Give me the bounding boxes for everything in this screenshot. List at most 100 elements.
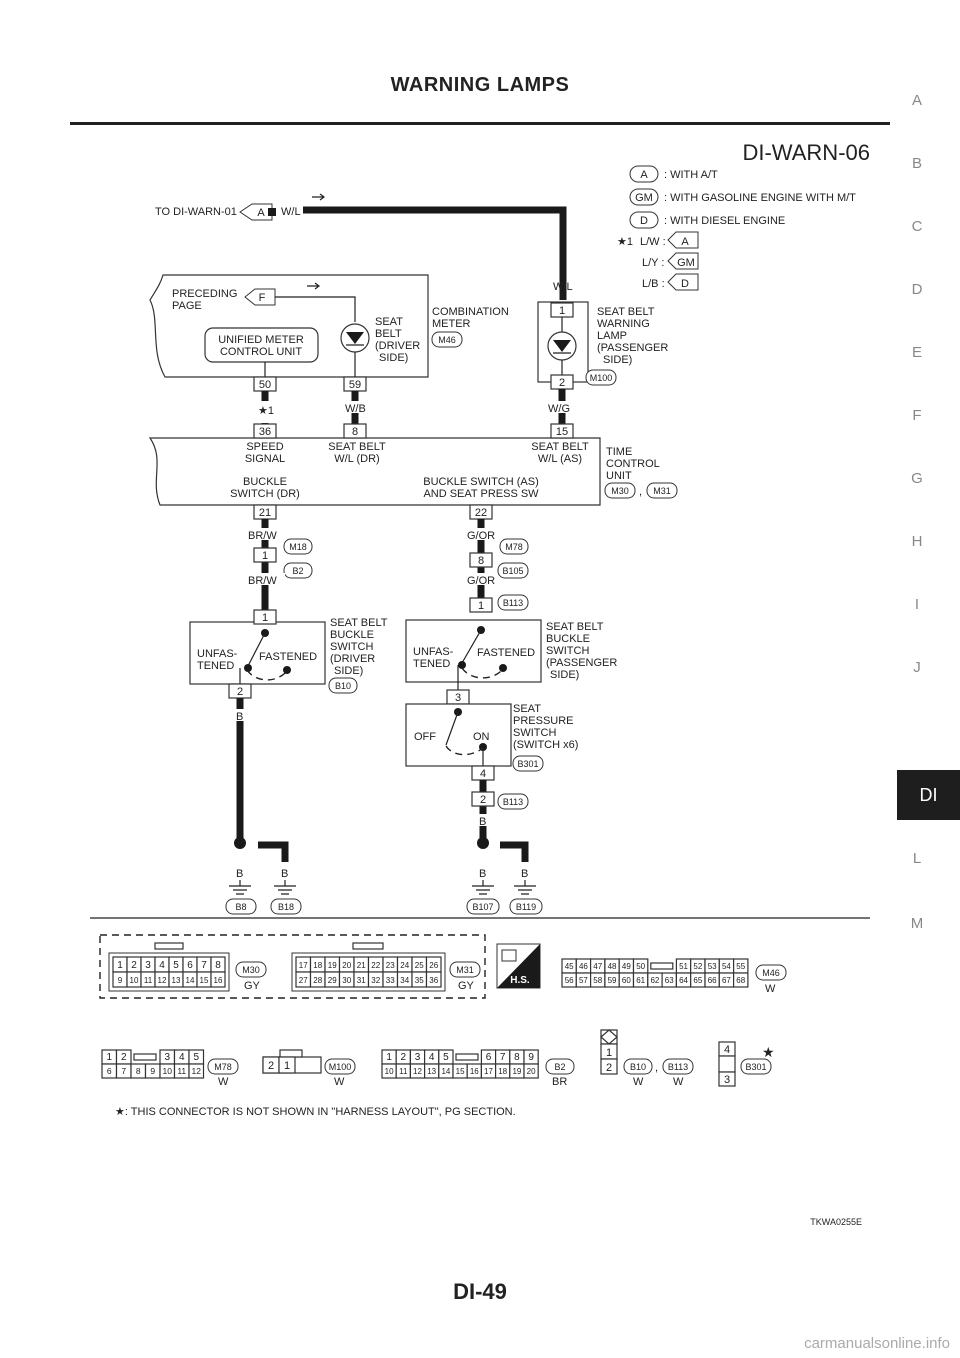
legend-tag-a — [629, 165, 659, 183]
connector-pin-label: 60 — [622, 976, 631, 985]
index-letter-e[interactable]: E — [911, 344, 922, 361]
index-letter-i[interactable]: I — [914, 596, 920, 613]
connector-pin-label: 8 — [136, 1066, 141, 1076]
index-letter-j[interactable]: J — [913, 659, 921, 676]
svg-text:BUCKLE: BUCKLE — [243, 476, 287, 488]
svg-text:B: B — [479, 868, 486, 880]
svg-text:4: 4 — [724, 1044, 730, 1056]
svg-text:B10: B10 — [630, 1062, 646, 1072]
svg-text:A: A — [640, 169, 648, 181]
connector-pin — [188, 1063, 205, 1079]
connector-pin — [210, 971, 226, 988]
svg-text:B113: B113 — [668, 1062, 688, 1072]
svg-text:B105: B105 — [502, 566, 523, 576]
svg-text:G/OR: G/OR — [467, 575, 495, 587]
svg-text:M78: M78 — [505, 542, 523, 552]
connector-pin-label: 56 — [565, 976, 574, 985]
combination-meter: PRECEDING PAGE F UNIFIED METER CONTROL U… — [149, 274, 509, 392]
connector-pin-label: 3 — [415, 1052, 421, 1063]
svg-text:GY: GY — [458, 980, 475, 992]
connector-pin-label: 25 — [415, 961, 424, 970]
svg-text:SIDE): SIDE) — [334, 665, 363, 677]
connector-pin-label: 19 — [512, 1067, 521, 1076]
index-letter-h[interactable]: H — [911, 533, 923, 550]
svg-text:W/G: W/G — [548, 403, 570, 415]
connector-pin-label: 11 — [144, 976, 153, 985]
svg-text:B2: B2 — [292, 566, 303, 576]
index-tab-di-active[interactable]: DI — [897, 770, 960, 820]
svg-text:36: 36 — [259, 426, 271, 438]
connector-pin-label: 14 — [186, 976, 195, 985]
svg-text:★1: ★1 — [258, 405, 274, 417]
index-letter-b[interactable]: B — [911, 155, 922, 172]
connector-pin-label: 12 — [413, 1067, 422, 1076]
svg-text:CONTROL UNIT: CONTROL UNIT — [220, 346, 302, 358]
connector-pin-label: 16 — [470, 1067, 479, 1076]
svg-text:1: 1 — [559, 305, 565, 317]
svg-text:TENED: TENED — [413, 658, 450, 670]
connector-pin-label: 27 — [299, 976, 308, 985]
connector-pin-label: 18 — [498, 1067, 507, 1076]
index-letter-c[interactable]: C — [911, 218, 923, 235]
connector-pin-label: 4 — [159, 960, 165, 971]
connector-pin-label: 62 — [650, 976, 659, 985]
svg-text:OFF: OFF — [414, 731, 436, 743]
svg-text:B18: B18 — [278, 902, 294, 912]
hs-icon: H.S. — [496, 943, 541, 989]
connector-pin-label: 1 — [386, 1052, 392, 1063]
svg-text:A: A — [681, 236, 689, 248]
connector-pin-label: 10 — [385, 1067, 394, 1076]
svg-text:SEAT BELT: SEAT BELT — [328, 441, 386, 453]
watermark: carmanualsonline.info — [804, 1335, 950, 1352]
connector-pin-label: 9 — [528, 1052, 534, 1063]
connector-pin-label: 8 — [514, 1052, 520, 1063]
svg-text:W/B: W/B — [345, 403, 366, 415]
index-letter-l[interactable]: L — [912, 850, 922, 867]
connector-pin-label: 17 — [299, 961, 308, 970]
index-letter-m[interactable]: M — [910, 915, 924, 932]
diagram-code: DI-WARN-06 — [742, 140, 870, 165]
connector-pin-label: 64 — [679, 976, 688, 985]
connector-pin-label: 1 — [106, 1052, 112, 1063]
index-letter-g[interactable]: G — [911, 470, 923, 487]
connector-pin-label: 11 — [399, 1067, 408, 1076]
svg-text:SEAT BELT: SEAT BELT — [597, 306, 655, 318]
index-letter-a[interactable]: A — [911, 92, 922, 109]
connector-pin-label: 47 — [593, 962, 602, 971]
connector-housing — [291, 952, 446, 992]
connector-pin-label: 29 — [328, 976, 337, 985]
connector-b10: 1 2 — [600, 1029, 618, 1075]
svg-text:BUCKLE: BUCKLE — [546, 633, 590, 645]
svg-text:W/L: W/L — [281, 206, 301, 218]
svg-text:COMBINATION: COMBINATION — [432, 306, 509, 318]
connector-pin-label: 15 — [456, 1067, 465, 1076]
svg-text:LAMP: LAMP — [597, 330, 627, 342]
connector-pin-label: 5 — [193, 1052, 199, 1063]
connector-pin-label: 13 — [427, 1067, 436, 1076]
svg-text:4: 4 — [480, 768, 486, 780]
svg-text:B: B — [281, 868, 288, 880]
connector-pin-label: 8 — [215, 960, 221, 971]
connector-pin-label: 48 — [608, 962, 617, 971]
legend-flag-d — [667, 273, 699, 291]
svg-text:BR/W: BR/W — [248, 575, 277, 587]
index-letter-d[interactable]: D — [911, 281, 923, 298]
index-letter-f[interactable]: F — [912, 407, 922, 424]
connector-pin-label: 1 — [117, 960, 123, 971]
connector-b301: 4 3 — [718, 1041, 736, 1087]
svg-text:L/W :: L/W : — [640, 236, 666, 248]
passenger-branch: G/OR M78 8 B105 G/OR 1 B113 UNFAS- TENED… — [405, 519, 617, 915]
svg-text:B107: B107 — [472, 902, 493, 912]
svg-text:M100: M100 — [590, 373, 613, 383]
svg-text:8: 8 — [352, 426, 358, 438]
svg-text:B2: B2 — [554, 1062, 565, 1072]
driver-branch: BR/W 1 M18 B2 BR/W 1 UNFAS- TENED FASTEN… — [189, 519, 388, 915]
connector-pin-label: 30 — [342, 976, 351, 985]
svg-text:B: B — [521, 868, 528, 880]
connector-pin-label: 28 — [313, 976, 322, 985]
connector-pin-label: 6 — [486, 1052, 492, 1063]
connector-pin-label: 32 — [371, 976, 380, 985]
svg-text:SPEED: SPEED — [246, 441, 283, 453]
